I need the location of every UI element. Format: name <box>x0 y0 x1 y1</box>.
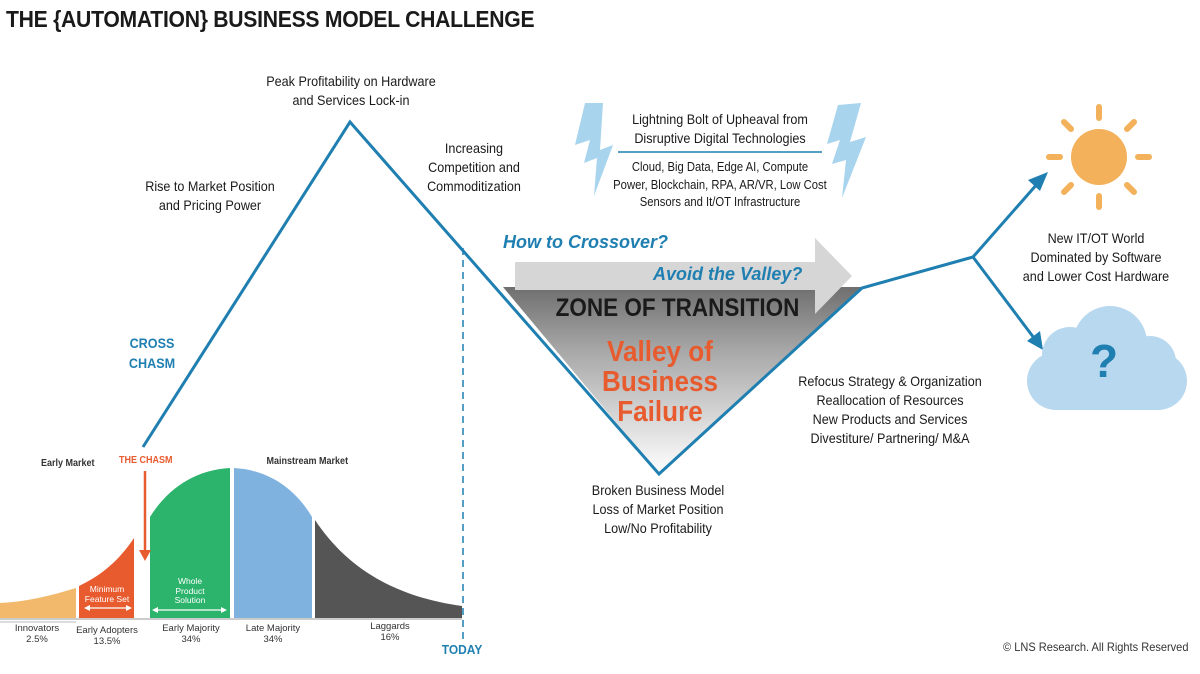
branch-down-line <box>971 256 1036 339</box>
peak-label: Peak Profitability on Hardware and Servi… <box>257 72 446 110</box>
technology-line-2: Power, Blockchain, RPA, AR/VR, Low Cost <box>613 177 827 192</box>
segment-label-innovators: Innovators 2.5% <box>4 623 70 645</box>
whole-product-line-3: Solution <box>174 595 206 605</box>
lightning-title: Lightning Bolt of Upheaval from Disrupti… <box>621 110 819 148</box>
mfs-line-1: Minimum <box>89 584 125 594</box>
lifecycle-line <box>141 119 974 477</box>
valley-line-3: Failure <box>617 396 703 428</box>
mfs-line-2: Feature Set <box>84 593 130 604</box>
branch-up-arrowhead <box>1028 172 1048 191</box>
cross-chasm-line-1: CROSS <box>129 335 175 351</box>
minimum-feature-set-label: Minimum Feature Set <box>80 584 134 604</box>
question-mark: ? <box>1089 335 1119 387</box>
crossover-arrow <box>515 238 852 314</box>
cloud-icon <box>1027 306 1187 410</box>
lightning-icon <box>827 103 866 198</box>
segment-pct: 16% <box>380 632 400 643</box>
lightning-icon <box>575 103 613 196</box>
new-world-line-2: Dominated by Software <box>1030 249 1162 265</box>
cross-chasm-label: CROSS CHASM <box>119 333 186 373</box>
segment-pct: 2.5% <box>26 634 48 645</box>
new-world-label: New IT/OT World Dominated by Software an… <box>1010 229 1183 286</box>
refocus-label: Refocus Strategy & Organization Realloca… <box>787 372 994 448</box>
segment-innovators <box>0 588 76 618</box>
competition-line-2: Competition and <box>428 159 520 175</box>
peak-line-1: Peak Profitability on Hardware <box>266 73 436 89</box>
adoption-curve <box>0 468 462 623</box>
today-label: TODAY <box>441 642 483 657</box>
peak-line-2: and Services Lock-in <box>292 92 410 108</box>
technology-line-3: Sensors and It/OT Infrastructure <box>639 195 801 209</box>
segment-early-majority <box>150 468 230 618</box>
new-world-line-1: New IT/OT World <box>1047 230 1145 246</box>
branch-down-arrowhead <box>1027 331 1043 350</box>
segment-label-early-majority: Early Majority 34% <box>156 623 226 645</box>
zone-of-transition-label: ZONE OF TRANSITION <box>555 294 800 322</box>
early-market-label: Early Market <box>40 458 95 469</box>
new-world-line-3: and Lower Cost Hardware <box>1022 268 1170 284</box>
refocus-line-3: New Products and Services <box>812 411 968 427</box>
segment-name: Late Majority <box>245 623 301 634</box>
valley-shape <box>503 287 862 474</box>
segment-label-laggards: Laggards 16% <box>355 621 425 643</box>
broken-line-3: Low/No Profitability <box>604 520 712 536</box>
whole-product-line-2: Product <box>175 585 205 596</box>
segment-pct: 13.5% <box>93 636 121 647</box>
rise-label: Rise to Market Position and Pricing Powe… <box>129 177 291 215</box>
cross-chasm-line-2: CHASM <box>128 355 176 371</box>
segment-pct: 34% <box>181 634 201 645</box>
chasm-arrowhead <box>139 550 151 561</box>
whole-product-line-1: Whole <box>177 576 203 586</box>
mainstream-market-label: Mainstream Market <box>266 456 349 467</box>
segment-laggards <box>315 520 462 618</box>
segment-name: Laggards <box>370 621 410 632</box>
lightning-title-line-1: Lightning Bolt of Upheaval from <box>632 111 808 127</box>
segment-name: Early Adopters <box>76 625 138 636</box>
whole-product-label: Whole Product Solution <box>156 576 224 606</box>
copyright-notice: © LNS Research. All Rights Reserved <box>1003 640 1189 654</box>
avoid-valley-label: Avoid the Valley? <box>653 264 803 284</box>
valley-line-1: Valley of <box>607 336 713 368</box>
competition-line-1: Increasing <box>444 140 504 156</box>
technology-list: Cloud, Big Data, Edge AI, Compute Power,… <box>603 159 837 212</box>
segment-name: Early Majority <box>162 623 220 634</box>
segment-late-majority <box>234 468 312 618</box>
branch-up-line <box>971 182 1040 258</box>
segment-name: Innovators <box>14 623 60 634</box>
segment-label-early-adopters: Early Adopters 13.5% <box>72 625 142 647</box>
broken-model-label: Broken Business Model Loss of Market Pos… <box>570 481 746 538</box>
page-title: THE {AUTOMATION} BUSINESS MODEL CHALLENG… <box>6 6 535 32</box>
competition-label: Increasing Competition and Commoditizati… <box>411 139 537 196</box>
competition-line-3: Commoditization <box>427 178 521 194</box>
refocus-line-1: Refocus Strategy & Organization <box>798 373 982 389</box>
technology-line-1: Cloud, Big Data, Edge AI, Compute <box>631 160 809 174</box>
refocus-line-2: Reallocation of Resources <box>816 392 964 408</box>
refocus-line-4: Divestiture/ Partnering/ M&A <box>810 430 970 446</box>
lightning-title-line-2: Disruptive Digital Technologies <box>634 130 806 146</box>
valley-line-2: Business <box>601 366 719 398</box>
segment-label-late-majority: Late Majority 34% <box>238 623 308 645</box>
sun-icon <box>1046 104 1152 210</box>
segment-early-adopters <box>79 538 134 618</box>
the-chasm-label: THE CHASM <box>118 455 173 466</box>
valley-label: Valley of Business Failure <box>575 337 746 427</box>
broken-line-2: Loss of Market Position <box>592 501 724 517</box>
rise-line-1: Rise to Market Position <box>145 178 275 194</box>
how-to-crossover-label: How to Crossover? <box>503 232 669 252</box>
segment-pct: 34% <box>263 634 283 645</box>
rise-line-2: and Pricing Power <box>158 197 262 213</box>
broken-line-1: Broken Business Model <box>591 482 725 498</box>
